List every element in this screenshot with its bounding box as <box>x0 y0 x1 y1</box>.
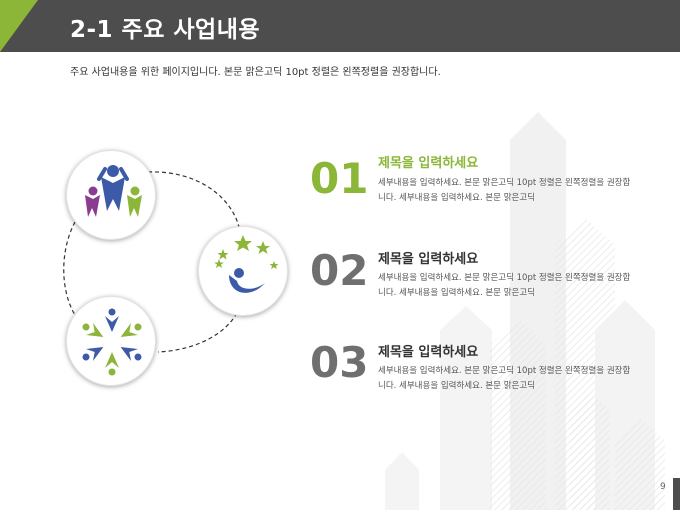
header-bar: 2-1 주요 사업내용 <box>0 0 680 52</box>
corner-bar <box>673 478 680 510</box>
page-subtitle: 주요 사업내용을 위한 페이지입니다. 본문 맑은고딕 10pt 정렬은 왼쪽정… <box>70 67 441 78</box>
people-group-icon <box>85 165 142 217</box>
circle-people-circle <box>66 296 156 386</box>
item-title-01: 제목을 입력하세요 <box>378 156 479 171</box>
people-group-circle <box>66 150 156 240</box>
item-number-03: 03 <box>310 338 369 387</box>
item-desc-02: 세부내용을 입력하세요. 본문 맑은고딕 10pt 정렬은 왼쪽정렬을 권장합니… <box>378 273 631 298</box>
item-desc-03: 세부내용을 입력하세요. 본문 맑은고딕 10pt 정렬은 왼쪽정렬을 권장합니… <box>378 366 631 391</box>
item-title-03: 제목을 입력하세요 <box>378 345 479 360</box>
item-number-02: 02 <box>310 246 369 295</box>
page-number: 9 <box>660 482 666 492</box>
item-desc-01: 세부내용을 입력하세요. 본문 맑은고딕 10pt 정렬은 왼쪽정렬을 권장합니… <box>378 178 631 203</box>
item-number-01: 01 <box>310 154 369 203</box>
star-person-circle <box>198 226 288 316</box>
header-accent <box>0 0 38 52</box>
item-title-02: 제목을 입력하세요 <box>378 252 479 267</box>
circle-people-icon <box>82 308 142 376</box>
star-person-icon <box>214 235 279 293</box>
page-title: 2-1 주요 사업내용 <box>70 17 261 43</box>
